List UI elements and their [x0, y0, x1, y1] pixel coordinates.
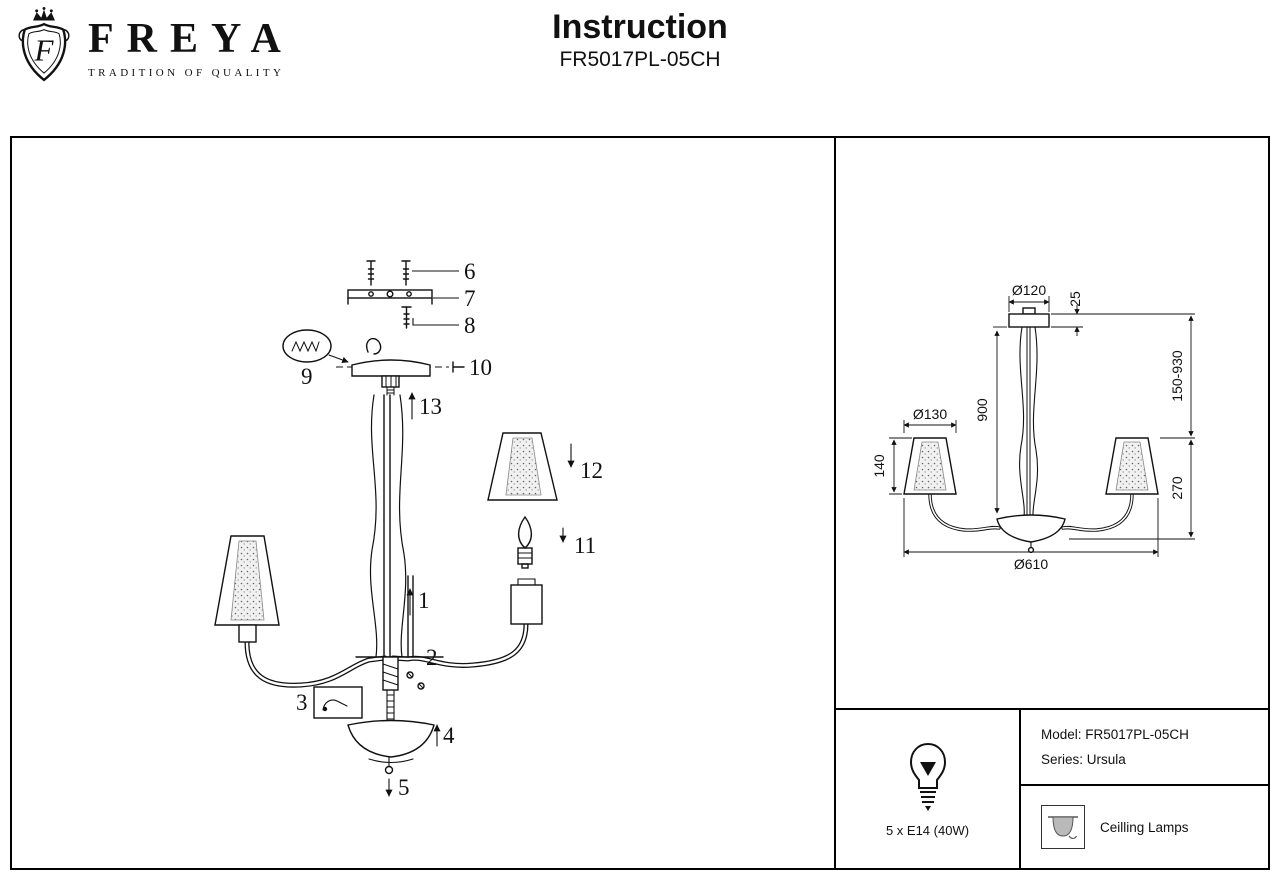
- logo-letter: F: [34, 33, 55, 68]
- spring-detail: [282, 329, 349, 364]
- brand-logo: F FREYA TRADITION OF QUALITY: [12, 6, 294, 88]
- right-arm: [390, 621, 529, 668]
- bulb-spec: 5 x E14 (40W): [885, 823, 970, 838]
- dim-canopy-height: 25: [1067, 291, 1083, 307]
- model-code: FR5017PL-05CH: [559, 48, 721, 72]
- canopy: [1008, 313, 1050, 328]
- info-cell: Model: FR5017PL-05CH Series: Ursula Ceil…: [1021, 710, 1268, 868]
- right-shade: [1105, 437, 1159, 495]
- part-label-10: 10: [469, 355, 492, 380]
- part-label-12: 12: [580, 458, 603, 483]
- part-label-6: 6: [464, 259, 476, 284]
- part-label-11: 11: [574, 533, 596, 558]
- hook-wire: [366, 337, 382, 355]
- page-title: Instruction: [552, 8, 728, 46]
- title-block: Instruction FR5017PL-05CH: [552, 8, 728, 72]
- glass-bowl: [347, 719, 435, 764]
- model-block: Model: FR5017PL-05CH Series: Ursula: [1021, 710, 1268, 786]
- assembly-drawing: [214, 260, 575, 797]
- part-label-5: 5: [398, 775, 410, 800]
- shield-icon: [18, 22, 70, 82]
- cable-left: [1019, 326, 1025, 518]
- logo-text: FREYA TRADITION OF QUALITY: [88, 6, 294, 79]
- left-arm: [928, 492, 1001, 532]
- assembly-panel: 6 7 8 9 10 13 12 11 1 2 3 4 5: [10, 136, 836, 870]
- dim-overall-height: 150-930: [1169, 350, 1185, 402]
- part-label-2: 2: [426, 645, 438, 670]
- finial: [384, 756, 394, 797]
- part-label-3: 3: [296, 690, 308, 715]
- bowl: [996, 514, 1066, 554]
- left-lamp-shade: [214, 535, 280, 643]
- category-block: Ceilling Lamps: [1021, 786, 1268, 868]
- category-label: Ceilling Lamps: [1100, 819, 1189, 835]
- candle-socket: [510, 578, 543, 625]
- right-arm: [1061, 492, 1134, 532]
- assembly-diagram: 6 7 8 9 10 13 12 11 1 2 3 4 5: [214, 259, 603, 800]
- dim-hanging-length: 900: [974, 398, 990, 422]
- candle-bulb: [517, 515, 533, 569]
- cable-right: [1032, 326, 1039, 518]
- spec-row: 5 x E14 (40W) Model: FR5017PL-05CH Serie…: [836, 708, 1268, 868]
- header: F FREYA TRADITION OF QUALITY Instruction…: [0, 0, 1280, 132]
- dim-shade-height: 140: [871, 454, 887, 478]
- series-line: Series: Ursula: [1041, 751, 1126, 767]
- connector-box: [313, 686, 363, 719]
- dim-canopy-diameter: Ø120: [1012, 282, 1046, 298]
- light-bulb-icon: [909, 742, 946, 811]
- mounting-bracket: [347, 289, 433, 305]
- model-line: Model: FR5017PL-05CH: [1041, 727, 1189, 742]
- part-label-9: 9: [301, 364, 313, 389]
- center-rod: [1026, 326, 1031, 518]
- dimension-drawing-area: Ø120 25 900 150-930 270 Ø130 140 Ø610: [836, 138, 1268, 708]
- part-labels: 6 7 8 9 10 13 12 11 1 2 3 4 5: [296, 259, 603, 800]
- center-hub: [355, 656, 444, 724]
- part-label-4: 4: [443, 723, 455, 748]
- ceiling-lamp-icon: [1041, 805, 1085, 849]
- ceiling-canopy: [351, 359, 431, 396]
- part-label-7: 7: [464, 286, 476, 311]
- freya-crest-logo: F: [18, 6, 70, 82]
- dimension-diagram: Ø120 25 900 150-930 270 Ø130 140 Ø610: [871, 282, 1195, 572]
- screw: [401, 306, 412, 329]
- dimension-labels: Ø120 25 900 150-930 270 Ø130 140 Ø610: [871, 282, 1185, 572]
- dim-overall-diameter: Ø610: [1014, 556, 1048, 572]
- lock-nut: [452, 361, 465, 373]
- left-arm: [244, 639, 388, 688]
- crown-icon: [33, 6, 55, 21]
- hanging-rods: [369, 394, 414, 658]
- canopy-nub: [1022, 307, 1036, 315]
- leader-lines: [336, 270, 459, 368]
- brand-name: FREYA: [88, 16, 294, 62]
- left-shade: [903, 437, 957, 495]
- mounting-screws: [366, 260, 411, 286]
- part-label-1: 1: [418, 588, 430, 613]
- bulb-spec-cell: 5 x E14 (40W): [836, 710, 1021, 868]
- lamp-shade-12: [487, 432, 558, 501]
- dim-shade-diameter: Ø130: [913, 406, 947, 422]
- part-label-13: 13: [419, 394, 442, 419]
- brand-tagline: TRADITION OF QUALITY: [88, 67, 285, 79]
- fixture-outline: [903, 307, 1159, 554]
- dim-fixture-height: 270: [1169, 476, 1185, 500]
- dimensions-panel: Ø120 25 900 150-930 270 Ø130 140 Ø610: [836, 136, 1270, 870]
- part-label-8: 8: [464, 313, 476, 338]
